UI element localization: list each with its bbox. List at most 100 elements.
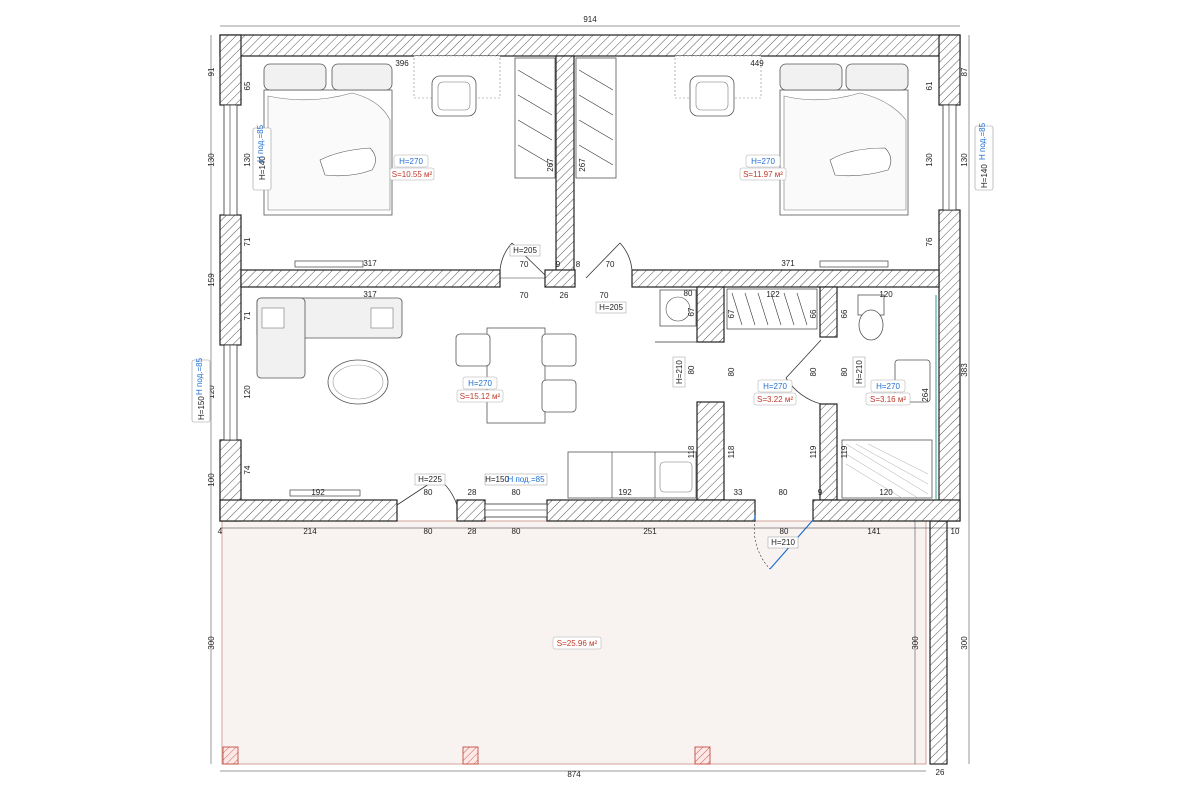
- window-living: [223, 344, 238, 441]
- sink: [659, 461, 693, 493]
- dim: 76: [925, 237, 934, 246]
- window-height: H=150: [485, 475, 509, 484]
- dim: 371: [781, 259, 795, 268]
- dim: 449: [750, 59, 764, 68]
- dim-left: 130: [207, 153, 216, 167]
- dim: 317: [363, 259, 377, 268]
- room-label-living: H=270 S=15.12 м²: [456, 376, 504, 403]
- dim: 26: [560, 291, 569, 300]
- windows: [223, 104, 957, 518]
- dim: 122: [766, 290, 780, 299]
- wall-bottom: [219, 499, 398, 522]
- dim: 120: [243, 385, 252, 399]
- wall-top: [219, 34, 961, 57]
- dim: 70: [600, 291, 609, 300]
- dim: 141: [867, 527, 881, 536]
- dim: 61: [925, 81, 934, 90]
- room-area: S=10.55 м²: [392, 170, 433, 179]
- door-height: H=205: [513, 246, 537, 255]
- dim: 80: [840, 367, 849, 376]
- room-height: H=270: [763, 382, 787, 391]
- door-tag-bedroom-right: H=205: [595, 301, 627, 314]
- dimension-lines: [210, 25, 970, 772]
- dim: 118: [727, 445, 736, 458]
- wardrobe-left: [514, 57, 556, 179]
- dim-terrace-left: 300: [207, 636, 216, 650]
- wall-hall-bath: [819, 403, 838, 501]
- wall-bedroom-right-bottom: [631, 269, 940, 288]
- wall-left-upper: [219, 34, 242, 106]
- dim: 80: [687, 365, 696, 374]
- dim: 28: [468, 527, 477, 536]
- dim-left: 100: [207, 473, 216, 487]
- wall-left-mid: [219, 214, 242, 346]
- dim: 264: [921, 388, 930, 402]
- dim: 28: [468, 488, 477, 497]
- room-area: S=15.12 м²: [460, 392, 501, 401]
- wall-bedroom-left-bottom: [240, 269, 501, 288]
- dim: 80: [684, 289, 693, 298]
- door-height: H=210: [855, 360, 864, 384]
- window-tag-living-bottom: H=150 H под.=85: [484, 473, 548, 486]
- door-tag-exit: H=210: [767, 536, 799, 549]
- overall-bottom-right: 26: [936, 768, 945, 777]
- dim: 396: [395, 59, 409, 68]
- door-height: H=210: [771, 538, 795, 547]
- room-area: S=25.96 м²: [557, 639, 598, 648]
- dim: 71: [243, 237, 252, 246]
- door-tag-entrance: H=225: [414, 473, 446, 486]
- dim-right: 130: [960, 153, 969, 167]
- room-area: S=11.97 м²: [743, 170, 783, 179]
- dim-right: 383: [960, 363, 969, 377]
- room-height: H=270: [876, 382, 900, 391]
- dim: 66: [809, 309, 818, 318]
- dim-left: 120: [207, 385, 216, 399]
- room-label-bathroom: H=270 S=3.16 м²: [865, 379, 911, 406]
- door-tag-bathroom: H=210: [852, 356, 866, 388]
- dim: 70: [606, 260, 615, 269]
- dim: 119: [809, 445, 818, 458]
- dim: 214: [303, 527, 317, 536]
- dim: 80: [727, 367, 736, 376]
- terrace-right-wall: [929, 520, 948, 765]
- window-sill: H под.=85: [978, 122, 987, 160]
- window-height: H=140: [258, 156, 267, 180]
- room-height: H=270: [751, 157, 775, 166]
- dim-left: 91: [207, 67, 216, 76]
- room-height: H=270: [399, 157, 423, 166]
- tv-bedroom-right: [819, 260, 889, 268]
- dim: 70: [520, 260, 529, 269]
- dim: 80: [512, 527, 521, 536]
- wall-bedroom-divider: [555, 55, 575, 273]
- walls: [219, 34, 961, 522]
- window-height: H=140: [980, 164, 989, 188]
- dim: 65: [243, 81, 252, 90]
- dim: 66: [840, 309, 849, 318]
- dim: 130: [925, 153, 934, 167]
- dim: 70: [520, 291, 529, 300]
- room-label-bedroom-left: H=270 S=10.55 м²: [389, 154, 435, 181]
- door-tag-living-niche: H=210: [672, 356, 686, 388]
- dim-left: 159: [207, 273, 216, 287]
- window-bedroom-right: [942, 104, 957, 211]
- dining-chair: [541, 379, 577, 413]
- furniture: [256, 55, 937, 500]
- wall-right-upper: [938, 34, 961, 106]
- room-area: S=3.16 м²: [870, 395, 906, 404]
- window-bedroom-left: [223, 104, 238, 216]
- dim: 9: [818, 488, 823, 497]
- dim: 317: [363, 290, 377, 299]
- door-height: H=225: [418, 475, 442, 484]
- dim: 80: [780, 527, 789, 536]
- dim: 192: [618, 488, 632, 497]
- window-height: H=150: [197, 396, 206, 420]
- terrace-column: [462, 746, 479, 765]
- window-living-bottom: [484, 503, 548, 518]
- door-swing-bedroom-right: [585, 242, 633, 279]
- overall-width-bottom: 874: [567, 770, 581, 779]
- door-tag-bedroom-left: H=205: [509, 244, 541, 257]
- dim-right: 87: [960, 67, 969, 76]
- wall-living-right: [696, 401, 725, 501]
- dim: 120: [879, 488, 893, 497]
